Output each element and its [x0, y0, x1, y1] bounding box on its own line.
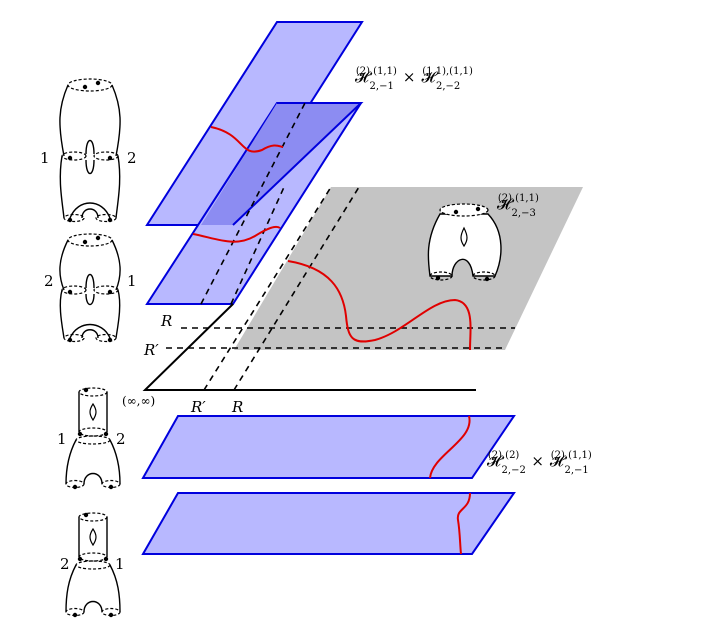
axis-labels: (∞,∞) R′ R R R′ — [122, 312, 243, 416]
surface-2-right-label: 1 — [127, 272, 137, 290]
top-blue-sheets — [145, 21, 364, 305]
surface-1-right-label: 2 — [127, 149, 137, 167]
red-curve-third-sheet — [429, 415, 471, 479]
axis-x-label-r-prime: R′ — [190, 398, 206, 416]
bottom-blue-sheets — [141, 415, 516, 555]
sheet-2-upper-edges — [232, 102, 364, 226]
blue-sheet-4 — [141, 492, 516, 555]
red-curve-gray-sheet — [287, 260, 472, 351]
surface-on-gray-sheet — [427, 203, 502, 282]
axis-y-label-r-prime: R′ — [143, 341, 159, 359]
red-curve-top-sheet — [210, 126, 284, 153]
red-curve-fourth-sheet — [456, 492, 471, 555]
axis-lines — [142, 303, 476, 391]
surface-3: 1 2 — [57, 387, 126, 490]
sheet-overlap-region — [201, 103, 361, 225]
surface-3-right-label: 2 — [116, 430, 126, 448]
dashed-line-a — [200, 102, 306, 305]
axis-x-label-r: R — [231, 398, 243, 416]
surface-1-left-label: 1 — [40, 149, 50, 167]
top-product-label: 𝓗2,−1(2),(1,1)×𝓗2,−2(1,1),(1,1) — [355, 66, 473, 92]
gray-sheet-label: 𝓗2,−3(2),(1,1) — [497, 193, 539, 219]
surface-2: 2 1 — [44, 233, 137, 343]
blue-sheet-3 — [141, 415, 516, 479]
dashed-axis-r — [233, 186, 360, 391]
surface-4: 2 1 — [60, 512, 125, 618]
surface-1: 1 2 — [40, 78, 137, 223]
axis-y-label-r: R — [160, 312, 172, 330]
dashed-axis-r-prime — [203, 186, 332, 391]
surface-4-right-label: 1 — [115, 555, 125, 573]
red-curve-second-sheet — [192, 225, 281, 243]
corner-label: (∞,∞) — [122, 394, 155, 408]
bottom-product-label: 𝓗2,−2(2),(2)×𝓗2,−1(2),(1,1) — [487, 450, 592, 476]
surface-4-left-label: 2 — [60, 555, 70, 573]
surface-3-left-label: 1 — [57, 430, 67, 448]
surface-2-left-label: 2 — [44, 272, 54, 290]
